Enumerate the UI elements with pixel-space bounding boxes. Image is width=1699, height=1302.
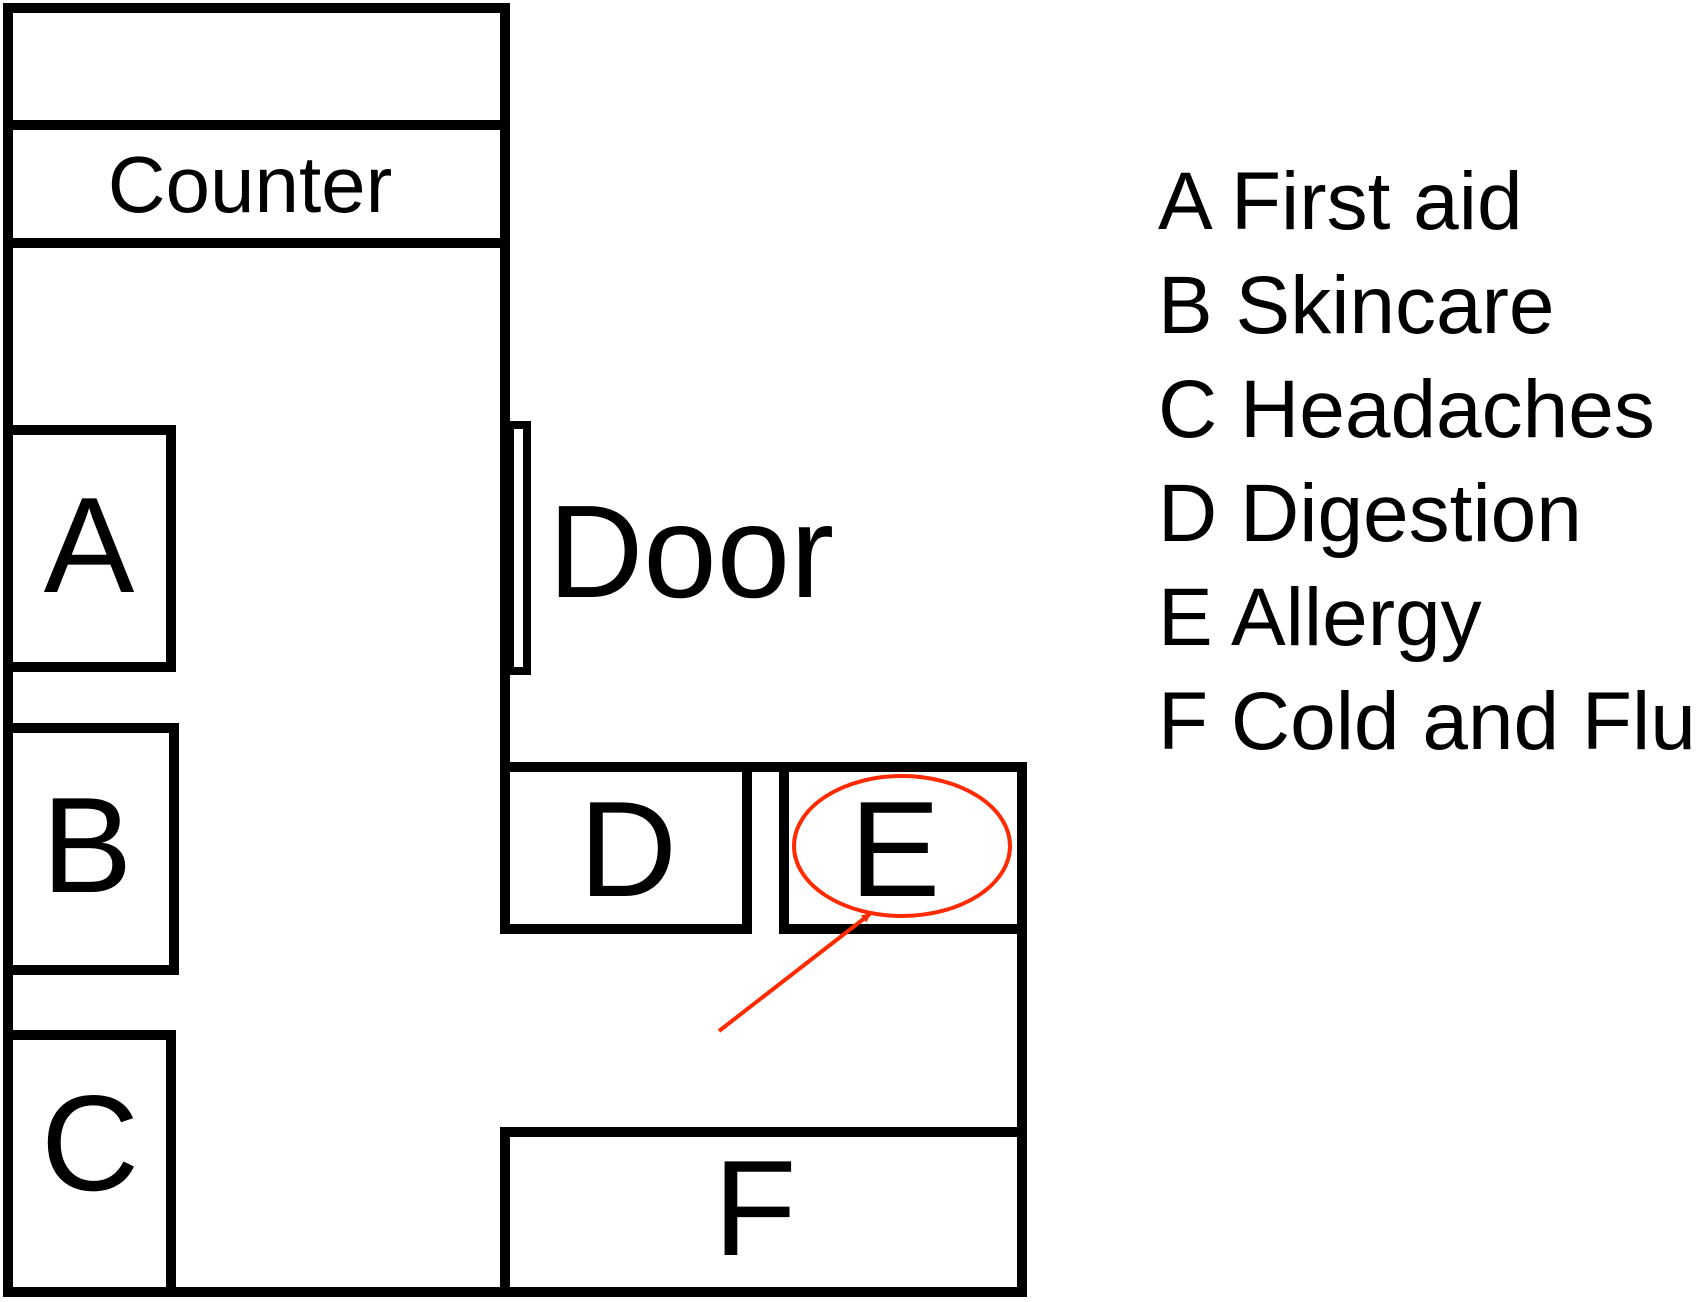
legend: A First aid B Skincare C Headaches D Dig… xyxy=(1158,150,1696,774)
highlight-circle xyxy=(792,774,1012,918)
counter-label: Counter xyxy=(108,140,393,229)
shelf-a xyxy=(3,425,176,672)
door xyxy=(506,421,531,675)
legend-item-e: E Allergy xyxy=(1158,572,1482,663)
shelf-d xyxy=(500,762,752,934)
shelf-f xyxy=(500,1127,1027,1297)
legend-item-c: C Headaches xyxy=(1158,364,1655,455)
highlight-arrow xyxy=(717,912,872,1033)
shelf-a-label: A xyxy=(44,469,135,621)
shelf-c-label: C xyxy=(41,1067,139,1219)
shelf-e xyxy=(779,762,1027,934)
legend-item-a: A First aid xyxy=(1158,156,1523,247)
shelf-f-label: F xyxy=(713,1132,796,1284)
legend-item-b: B Skincare xyxy=(1158,260,1555,351)
door-label: Door xyxy=(548,478,834,625)
counter xyxy=(3,120,510,248)
shelf-b xyxy=(3,723,179,975)
shelf-c xyxy=(3,1030,176,1297)
shelf-e-label: E xyxy=(850,773,941,925)
legend-item-d: D Digestion xyxy=(1158,468,1582,559)
legend-item-f: F Cold and Flu xyxy=(1158,676,1696,767)
shelf-b-label: B xyxy=(42,769,133,921)
shelf-d-label: D xyxy=(579,773,677,925)
